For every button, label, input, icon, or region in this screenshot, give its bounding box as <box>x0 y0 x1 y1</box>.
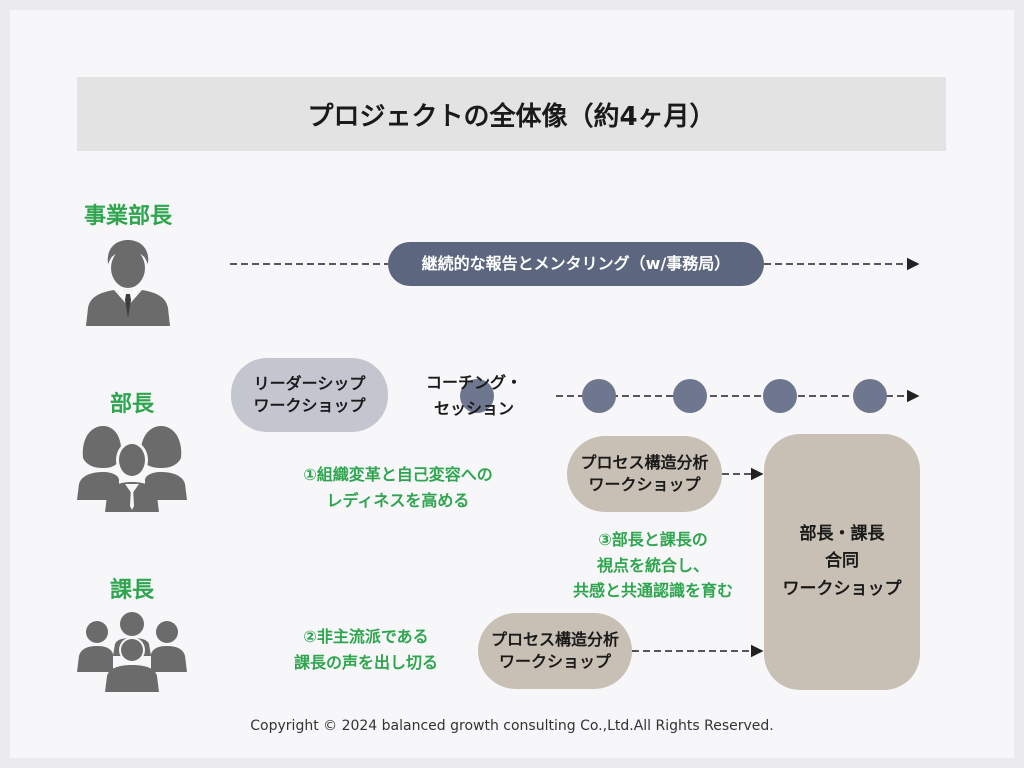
leadership-workshop-line-2: ワークショップ <box>253 396 366 415</box>
goal-2-text: ②非主流派である 課長の声を出し切る <box>268 624 464 675</box>
joint-workshop-pill: 部長・課長 合同 ワークショップ <box>764 434 920 690</box>
role-executive-label: 事業部長 <box>83 204 172 229</box>
coaching-session-dot <box>853 379 887 413</box>
coaching-session-line-2: セッション <box>433 398 514 418</box>
coaching-session-line-1: コーチング・ <box>425 373 522 392</box>
reporting-mentoring-label: 継続的な報告とメンタリング（w/事務局） <box>421 254 731 274</box>
goal-3-text: ③部長と課長の 視点を統合し、 共感と共通認識を育む <box>548 527 758 604</box>
process-workshop-manager-pill: プロセス構造分析 ワークショップ <box>567 436 722 512</box>
coaching-session-label: コーチング・ セッション <box>406 370 542 421</box>
coaching-session-dot <box>460 379 494 413</box>
joint-workshop-line-3: ワークショップ <box>782 578 902 599</box>
coaching-session-dot <box>673 379 707 413</box>
process-workshop-chief-pill: プロセス構造分析 ワークショップ <box>478 613 632 689</box>
goal-1-line-1: ①組織変革と自己変容への <box>303 465 493 484</box>
role-manager-label: 部長 <box>109 392 154 417</box>
goal-3-line-3: 共感と共通認識を育む <box>572 581 733 601</box>
reporting-mentoring-pill: 継続的な報告とメンタリング（w/事務局） <box>388 242 764 286</box>
leadership-workshop-pill: リーダーシップ ワークショップ <box>231 358 388 432</box>
process-workshop-manager-line-1: プロセス構造分析 <box>580 453 709 473</box>
copyright-footer: Copyright © 2024 balanced growth consult… <box>250 718 774 734</box>
goal-3-line-1: ③部長と課長の <box>598 530 708 549</box>
coaching-session-dot <box>582 379 616 413</box>
leadership-workshop-line-1: リーダーシップ <box>253 374 366 394</box>
businessman-icon <box>86 240 170 326</box>
goal-2-line-1: ②非主流派である <box>303 627 429 646</box>
crowd-icon <box>77 612 187 692</box>
coaching-session-dot <box>763 379 797 413</box>
role-section-chief-label: 課長 <box>109 578 154 603</box>
process-workshop-chief-line-1: プロセス構造分析 <box>490 630 619 650</box>
people-group-icon <box>77 426 187 512</box>
goal-3-line-2: 視点を統合し、 <box>596 555 709 575</box>
goal-1-line-2: レディネスを高める <box>326 490 470 510</box>
goal-1-text: ①組織変革と自己変容への レディネスを高める <box>270 462 526 513</box>
goal-2-line-2: 課長の声を出し切る <box>293 652 438 672</box>
joint-workshop-line-2: 合同 <box>825 551 859 572</box>
process-workshop-chief-line-2: ワークショップ <box>498 652 611 671</box>
joint-workshop-line-1: 部長・課長 <box>799 524 885 545</box>
process-workshop-manager-line-2: ワークショップ <box>588 475 701 494</box>
page-title: プロジェクトの全体像（約4ヶ月） <box>77 77 946 151</box>
